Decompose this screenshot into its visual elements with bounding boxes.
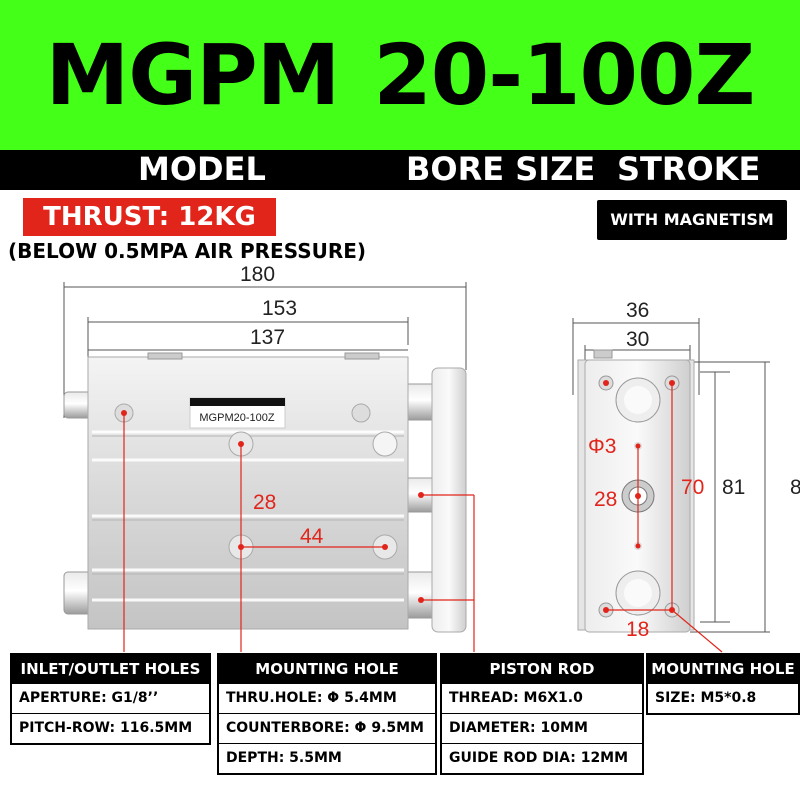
mounting-depth: DEPTH: 5.5MM <box>219 743 435 773</box>
dim-overall-length: 180 <box>240 263 276 286</box>
dim-end-width: 36 <box>626 299 650 322</box>
mounting-counterbore: COUNTERBORE: Φ 9.5MM <box>219 713 435 743</box>
pressure-note: (BELOW 0.5MPA AIR PRESSURE) <box>8 239 367 263</box>
piston-guide-rod: GUIDE ROD DIA: 12MM <box>442 743 642 773</box>
model-label: MODEL <box>138 150 266 188</box>
stroke-label: STROKE <box>617 150 761 188</box>
title-size-stroke: 20-100Z <box>373 26 755 124</box>
mounting-thru-hole: THRU.HOLE: Φ 5.4MM <box>219 683 435 713</box>
piston-diameter: DIAMETER: 10MM <box>442 713 642 743</box>
dim-end-center: 28 <box>594 488 618 511</box>
product-label: MGPM20-100Z <box>199 412 274 424</box>
inlet-aperture: APERTURE: G1/8’’ <box>12 683 209 713</box>
title-banner <box>0 0 800 150</box>
piston-thread: THREAD: M6X1.0 <box>442 683 642 713</box>
dim-end-bottom: 18 <box>626 618 650 641</box>
dim-end-pitch: 70 <box>681 476 705 499</box>
dim-body-length: 137 <box>250 326 286 349</box>
bore-size-label: BORE SIZE <box>406 150 596 188</box>
piston-rod-header: PISTON ROD <box>442 655 642 683</box>
side-mounting-header: MOUNTING HOLE <box>648 655 798 683</box>
piston-rod-spec-box: PISTON ROD THREAD: M6X1.0 DIAMETER: 10MM… <box>440 653 644 775</box>
thrust-badge: THRUST: 12KG <box>23 198 276 236</box>
magnetism-badge: WITH MAGNETISM <box>597 200 787 240</box>
end-view-drawing <box>572 318 770 653</box>
dim-hole-dia: Φ3 <box>588 435 617 458</box>
dim-end-inner-width: 30 <box>626 328 650 351</box>
dim-hole-h-spacing: 44 <box>300 525 324 548</box>
title-model: MGPM <box>45 26 341 124</box>
mounting-hole-spec-box: MOUNTING HOLE THRU.HOLE: Φ 5.4MM COUNTER… <box>217 653 437 775</box>
dim-body-plate-length: 153 <box>262 297 298 320</box>
side-mounting-size: SIZE: M5*0.8 <box>648 683 798 713</box>
inlet-outlet-header: INLET/OUTLET HOLES <box>12 655 209 683</box>
label-bar <box>0 150 800 190</box>
dim-end-height-inner: 81 <box>722 476 746 499</box>
mounting-hole-header: MOUNTING HOLE <box>219 655 435 683</box>
product-title: MGPM 20-100Z <box>0 0 800 150</box>
side-mounting-spec-box: MOUNTING HOLE SIZE: M5*0.8 <box>646 653 800 715</box>
outlet-port-icon <box>351 403 371 423</box>
dim-hole-v-spacing: 28 <box>253 491 277 514</box>
dim-end-height-outer: 8 <box>790 476 800 499</box>
inlet-outlet-spec-box: INLET/OUTLET HOLES APERTURE: G1/8’’ PITC… <box>10 653 211 745</box>
inlet-pitch-row: PITCH-ROW: 116.5MM <box>12 713 209 743</box>
